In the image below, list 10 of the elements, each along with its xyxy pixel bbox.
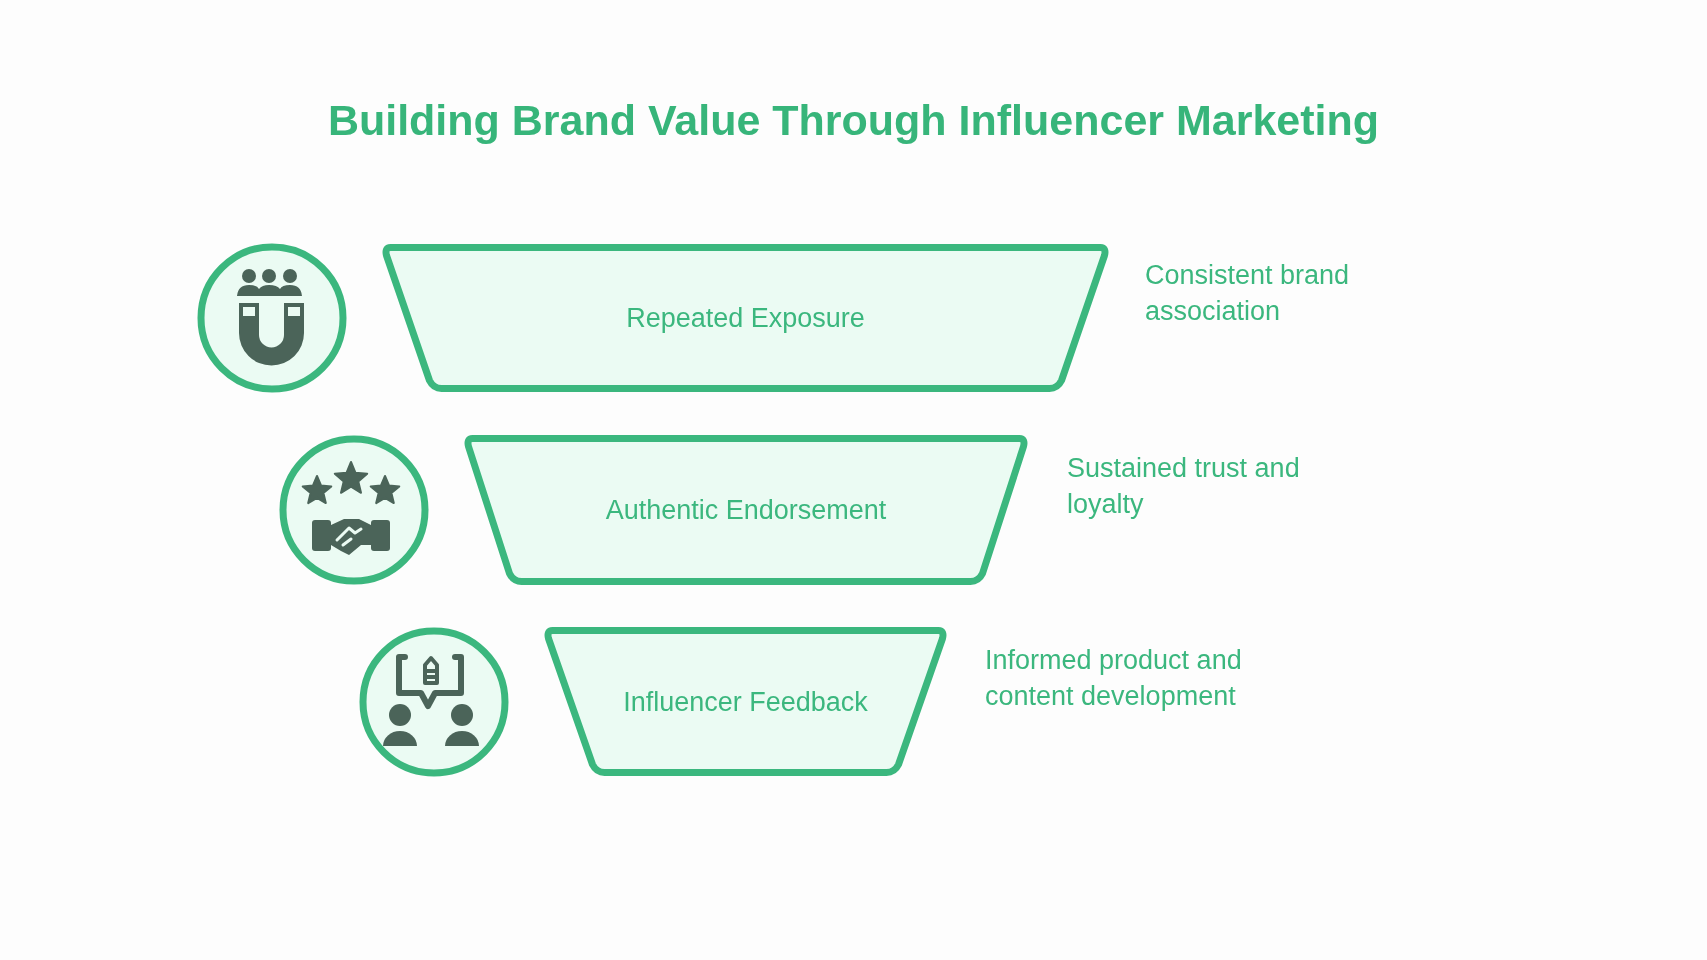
outcome-note: Informed product and content development [985,644,1243,713]
funnel-trapezoid [463,435,1029,585]
outcome-note: Consistent brand association [1145,259,1351,328]
title: Building Brand Value Through Influencer Marketing [326,95,1381,146]
outcome-note: Sustained trust and loyalty [1067,452,1301,521]
stage-label: Influencer Feedback [623,685,868,719]
stage-label: Repeated Exposure [626,302,865,335]
funnel-trapezoid [543,627,948,776]
stage-label: Authentic Endorsement [605,494,887,527]
funnel-trapezoid [381,244,1110,392]
